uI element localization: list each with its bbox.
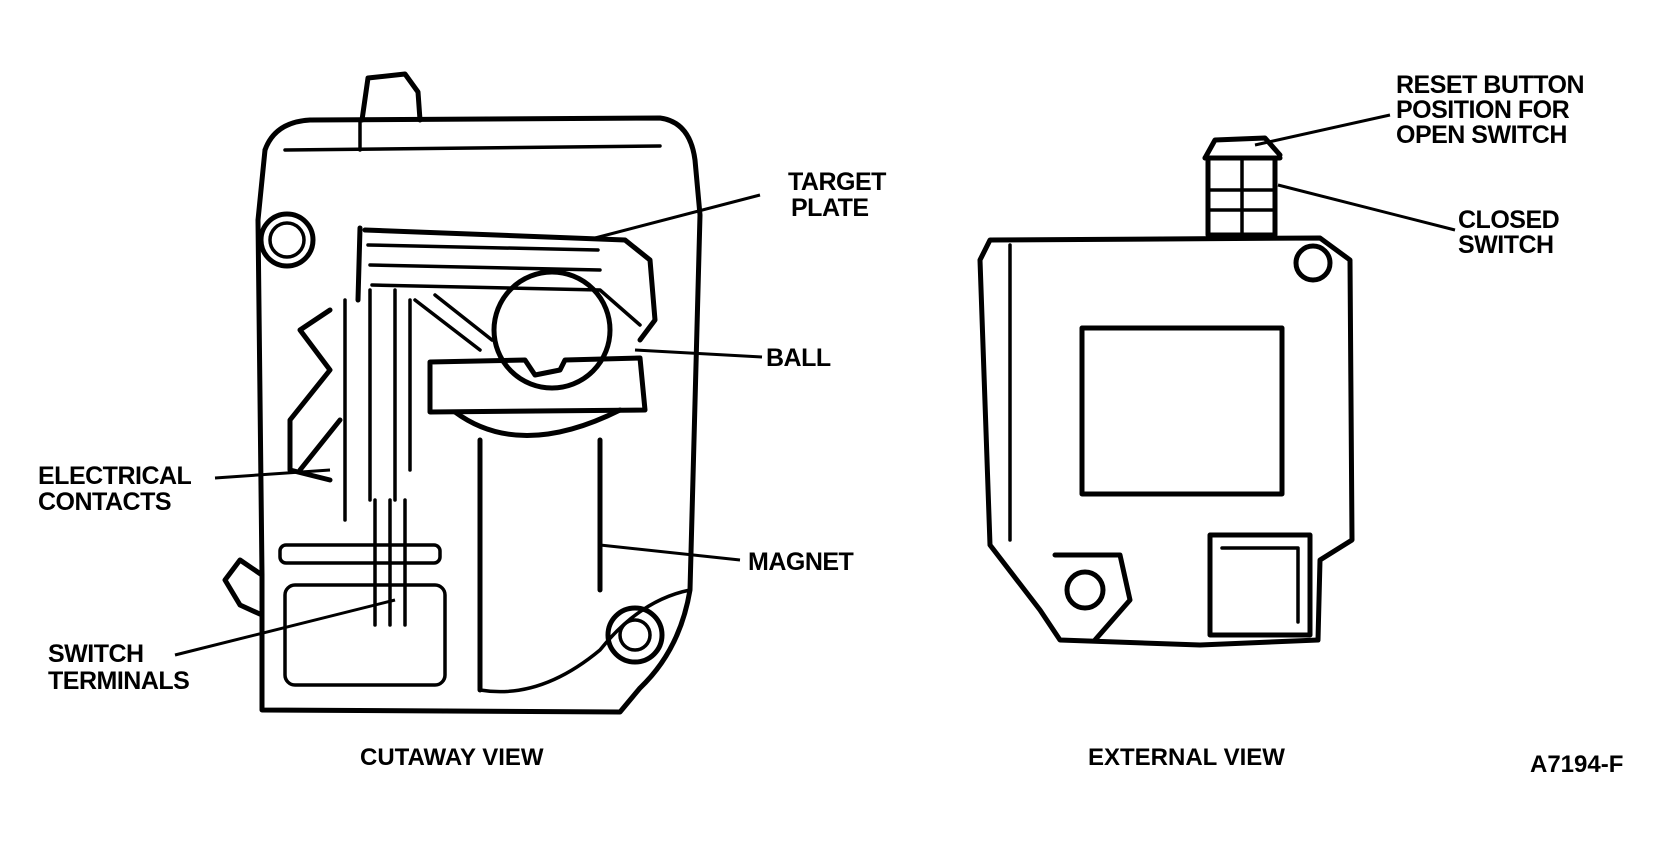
label-ball: BALL bbox=[766, 344, 831, 372]
label-electrical-contacts: ELECTRICAL CONTACTS bbox=[38, 462, 197, 516]
external-connector bbox=[1207, 532, 1313, 638]
external-mounting-hole-top bbox=[1293, 243, 1333, 283]
label-closed-switch: CLOSED SWITCH bbox=[1458, 206, 1566, 259]
label-reset-button: RESET BUTTON POSITION FOR OPEN SWITCH bbox=[1396, 71, 1590, 149]
label-closed-switch-line2: SWITCH bbox=[1458, 231, 1554, 259]
leader-lines bbox=[174, 113, 1456, 657]
label-target-plate-line1: TARGET bbox=[788, 168, 886, 196]
label-switch-terminals: SWITCH TERMINALS bbox=[48, 640, 189, 695]
contacts-part bbox=[287, 288, 412, 522]
terminals-part bbox=[278, 498, 447, 687]
label-target-plate-line2: PLATE bbox=[791, 194, 869, 222]
caption-external-view: EXTERNAL VIEW bbox=[1088, 744, 1285, 771]
external-view-drawing bbox=[977, 135, 1355, 648]
label-magnet: MAGNET bbox=[748, 548, 854, 576]
external-mounting-hole-bottom bbox=[1052, 552, 1133, 643]
label-reset-button-line1: RESET BUTTON bbox=[1396, 71, 1584, 99]
label-electrical-contacts-line2: CONTACTS bbox=[38, 488, 171, 516]
figure-code: A7194-F bbox=[1530, 751, 1623, 778]
label-reset-button-line3: OPEN SWITCH bbox=[1396, 121, 1567, 149]
label-reset-button-line2: POSITION FOR bbox=[1396, 96, 1570, 124]
target-plate-part bbox=[355, 225, 658, 343]
label-panel bbox=[1079, 325, 1285, 497]
magnet-part bbox=[427, 355, 692, 694]
mounting-hole-top-left bbox=[258, 211, 316, 269]
label-switch-terminals-line2: TERMINALS bbox=[48, 667, 189, 695]
label-closed-switch-line1: CLOSED bbox=[1458, 206, 1559, 234]
mounting-hole-bottom-right bbox=[605, 605, 665, 665]
label-target-plate: TARGET PLATE bbox=[788, 168, 892, 222]
ball-part bbox=[413, 269, 613, 391]
label-switch-terminals-line1: SWITCH bbox=[48, 640, 144, 668]
caption-cutaway-view: CUTAWAY VIEW bbox=[360, 744, 544, 771]
cutaway-view-drawing bbox=[222, 71, 703, 715]
label-electrical-contacts-line1: ELECTRICAL bbox=[38, 462, 192, 490]
